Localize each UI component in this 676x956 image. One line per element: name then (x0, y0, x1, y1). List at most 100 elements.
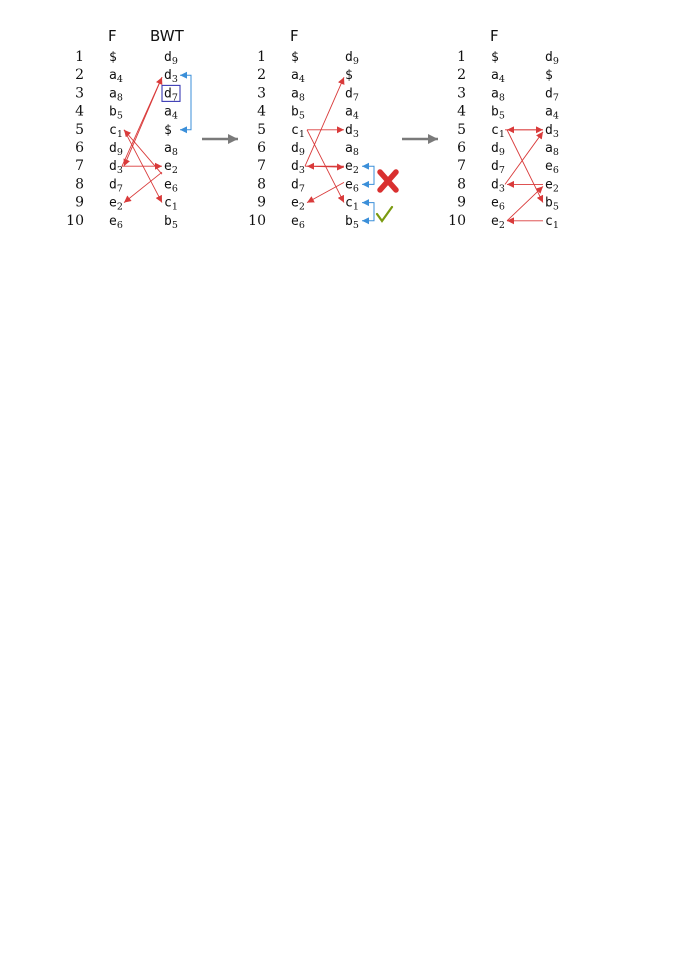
row-number: 10 (248, 213, 266, 229)
lf-mapping-arrow (306, 182, 345, 203)
row-number: 5 (257, 122, 266, 138)
bwt-column-symbol: b5 (164, 214, 178, 231)
f-column-symbol: a8 (491, 86, 505, 103)
f-column-symbol: e2 (291, 196, 305, 213)
row-number: 7 (257, 158, 266, 174)
bwt-column-symbol: $ (545, 68, 553, 83)
f-column-symbol: d3 (291, 159, 305, 176)
bwt-column-symbol: e2 (345, 159, 359, 176)
f-column-symbol: d3 (491, 177, 505, 194)
column-header-bwt: BWT (150, 27, 185, 45)
row-number: 7 (75, 158, 84, 174)
f-column-symbol: a4 (491, 68, 505, 85)
bwt-column-symbol: a8 (545, 141, 559, 158)
f-column-symbol: d7 (491, 159, 505, 176)
swap-bracket (362, 199, 375, 225)
row-number: 3 (257, 85, 266, 101)
bwt-column-symbol: d9 (164, 50, 178, 67)
row-number: 4 (457, 104, 466, 120)
f-column-symbol: $ (491, 50, 499, 65)
row-number: 8 (457, 176, 466, 192)
bwt-column-symbol: b5 (345, 214, 359, 231)
bwt-column-symbol: a4 (164, 105, 178, 122)
bwt-column-symbol: e6 (164, 177, 178, 194)
bwt-column-symbol: a4 (345, 105, 359, 122)
row-number: 2 (75, 67, 84, 83)
bwt-column-symbol: d9 (545, 50, 559, 67)
row-number: 4 (257, 104, 266, 120)
row-number: 4 (75, 104, 84, 120)
swap-bracket (362, 162, 375, 188)
f-column-symbol: d9 (109, 141, 123, 158)
lf-mapping-arrow (123, 171, 163, 203)
f-column-symbol: e6 (491, 196, 505, 213)
f-column-symbol: a8 (109, 86, 123, 103)
row-number: 1 (257, 49, 266, 65)
bwt-column-symbol: d7 (345, 86, 359, 103)
lf-mapping-arrow (304, 77, 345, 167)
f-column-symbol: d7 (291, 177, 305, 194)
f-column-symbol: a4 (291, 68, 305, 85)
bwt-column-symbol: a8 (164, 141, 178, 158)
bwt-column-symbol: d3 (345, 123, 359, 140)
column-header-f: F (108, 27, 117, 45)
row-number: 9 (75, 195, 84, 211)
lf-mapping-arrow (123, 77, 163, 167)
bwt-column-symbol: d7 (164, 86, 178, 103)
f-column-symbol: c1 (291, 123, 305, 140)
bwt-column-symbol: $ (345, 68, 353, 83)
f-column-symbol: b5 (109, 105, 123, 122)
row-number: 1 (75, 49, 84, 65)
row-number: 9 (457, 195, 466, 211)
row-number: 7 (457, 158, 466, 174)
row-number: 10 (66, 213, 84, 229)
lf-mapping-arrow (506, 186, 544, 222)
bwt-column-symbol: d7 (545, 86, 559, 103)
f-column-symbol: e2 (109, 196, 123, 213)
row-number: 5 (75, 122, 84, 138)
f-column-symbol: e2 (491, 214, 505, 231)
row-number: 6 (457, 140, 466, 156)
bwt-column-symbol: e2 (545, 177, 559, 194)
column-header-f: F (290, 27, 299, 45)
f-column-symbol: b5 (491, 105, 505, 122)
f-column-symbol: d9 (491, 141, 505, 158)
bwt-column-symbol: a8 (345, 141, 359, 158)
lf-mapping-arrow (504, 131, 544, 185)
bwt-column-symbol: c1 (164, 196, 178, 213)
row-number: 2 (457, 67, 466, 83)
row-number: 3 (457, 85, 466, 101)
bwt-column-symbol: e6 (345, 177, 359, 194)
column-header-f: F (490, 27, 499, 45)
row-number: 5 (457, 122, 466, 138)
row-number: 9 (257, 195, 266, 211)
highlight-box (161, 84, 181, 102)
bwt-column-symbol: b5 (545, 196, 559, 213)
f-column-symbol: a4 (109, 68, 123, 85)
f-column-symbol: a8 (291, 86, 305, 103)
row-number: 8 (75, 176, 84, 192)
row-number: 1 (457, 49, 466, 65)
bwt-column-symbol: c1 (545, 214, 559, 231)
row-number: 3 (75, 85, 84, 101)
f-column-symbol: b5 (291, 105, 305, 122)
bwt-column-symbol: d9 (345, 50, 359, 67)
row-number: 10 (448, 213, 466, 229)
swap-bracket (180, 71, 192, 134)
row-number: 6 (257, 140, 266, 156)
bwt-column-symbol: c1 (345, 196, 359, 213)
f-column-symbol: c1 (109, 123, 123, 140)
lf-mapping-arrow (304, 163, 345, 171)
bwt-column-symbol: $ (164, 123, 172, 138)
reject-cross-icon (377, 169, 399, 193)
row-number: 2 (257, 67, 266, 83)
f-column-symbol: $ (291, 50, 299, 65)
f-column-symbol: $ (109, 50, 117, 65)
f-column-symbol: c1 (491, 123, 505, 140)
f-column-symbol: d7 (109, 177, 123, 194)
bwt-column-symbol: a4 (545, 105, 559, 122)
bwt-column-symbol: d3 (164, 68, 178, 85)
row-number: 6 (75, 140, 84, 156)
bwt-column-symbol: e6 (545, 159, 559, 176)
